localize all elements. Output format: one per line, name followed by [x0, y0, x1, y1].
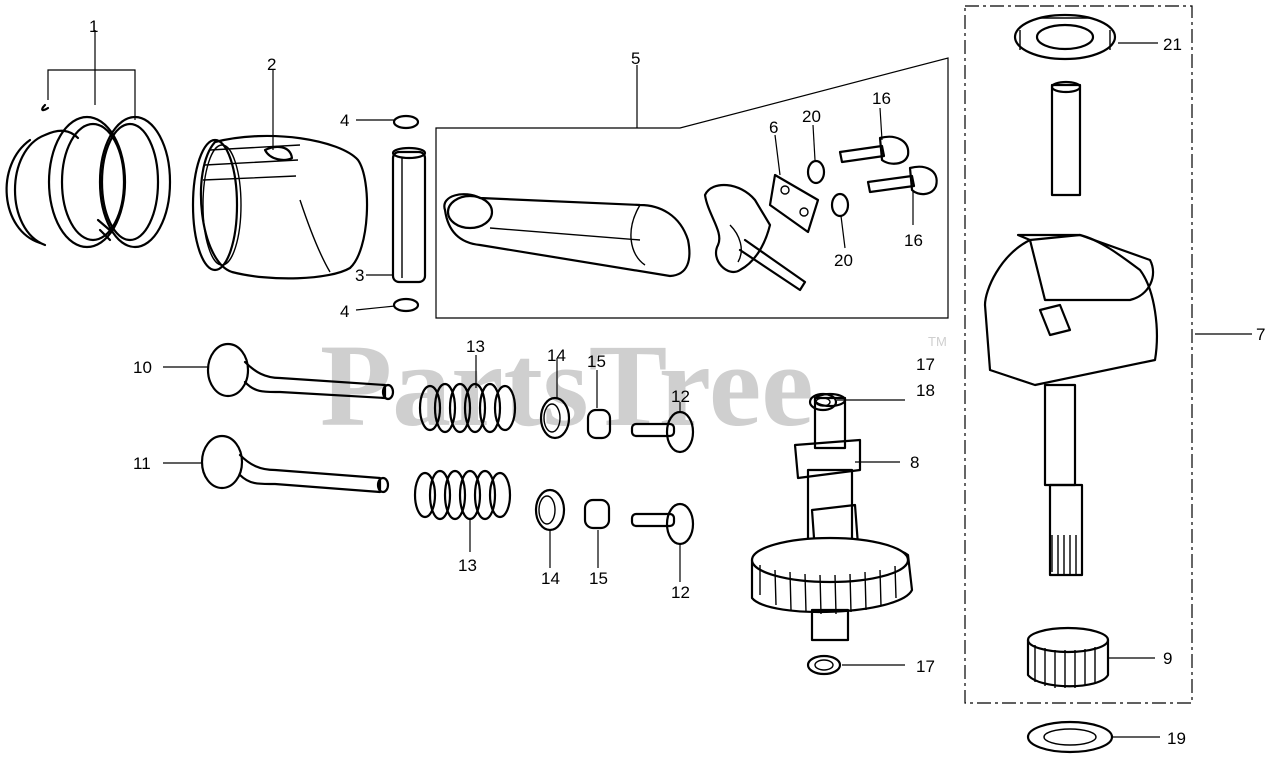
- callout-18: 18: [916, 381, 935, 400]
- callout-12-top: 12: [671, 387, 690, 406]
- callout-13-bottom: 13: [458, 556, 477, 575]
- valve-spring-lower[interactable]: [413, 469, 512, 521]
- callout-13-top: 13: [466, 337, 485, 356]
- callout-14-bottom: 14: [541, 569, 560, 588]
- intake-valve[interactable]: [206, 342, 395, 401]
- callout-labels: 1 2 3 4 4 5 6 7 8 9 10 11 12 12 13 13 14…: [89, 17, 1265, 748]
- spring-retainer-lower[interactable]: [534, 488, 566, 532]
- callout-9: 9: [1163, 649, 1172, 668]
- callout-4-bottom: 4: [340, 302, 349, 321]
- pin-clip-bottom[interactable]: [392, 297, 420, 313]
- callout-1: 1: [89, 17, 98, 36]
- camshaft-washer-lower[interactable]: [806, 654, 842, 676]
- main-bearing[interactable]: [1013, 13, 1117, 61]
- crankshaft-gear[interactable]: [1026, 626, 1110, 688]
- callout-5: 5: [631, 49, 640, 68]
- callout-3: 3: [355, 266, 364, 285]
- rod-bolt-lower[interactable]: [866, 165, 938, 196]
- leader-lines: [47, 30, 1252, 738]
- crankshaft[interactable]: [983, 80, 1158, 577]
- callout-17-bottom: 17: [916, 657, 935, 676]
- pin-clip-top[interactable]: [392, 114, 420, 130]
- exhaust-valve[interactable]: [200, 434, 390, 494]
- callout-16-top: 16: [872, 89, 891, 108]
- callout-20-top: 20: [802, 107, 821, 126]
- callout-4-top: 4: [340, 111, 349, 130]
- piston[interactable]: [191, 134, 369, 280]
- thrust-washer[interactable]: [1026, 720, 1114, 754]
- callout-10: 10: [133, 358, 152, 377]
- camshaft[interactable]: [750, 392, 914, 642]
- watermark-logo: PartsTree: [320, 320, 814, 451]
- lock-plate[interactable]: [768, 173, 820, 234]
- callout-19: 19: [1167, 729, 1186, 748]
- piston-pin[interactable]: [391, 146, 427, 284]
- callout-8: 8: [910, 453, 919, 472]
- rod-bolt-upper[interactable]: [838, 135, 910, 165]
- watermark-trademark: TM: [928, 334, 947, 349]
- connecting-rod[interactable]: [443, 193, 691, 278]
- callout-20-bottom: 20: [834, 251, 853, 270]
- callout-14-top: 14: [547, 346, 566, 365]
- valve-spring-upper[interactable]: [418, 382, 517, 434]
- callout-7: 7: [1256, 325, 1265, 344]
- spring-retainer-upper[interactable]: [539, 396, 571, 440]
- washer-lower[interactable]: [830, 192, 850, 218]
- connecting-rod-cap[interactable]: [703, 183, 807, 292]
- callout-16-bottom: 16: [904, 231, 923, 250]
- callout-6: 6: [769, 118, 778, 137]
- callout-17-top: 17: [916, 355, 935, 374]
- connecting-rod-group-box: [435, 57, 949, 319]
- callout-15-bottom: 15: [589, 569, 608, 588]
- valve-collar-lower[interactable]: [583, 498, 611, 530]
- piston-rings[interactable]: [5, 103, 172, 249]
- crankshaft-group-box: [964, 5, 1193, 704]
- callout-15-top: 15: [587, 352, 606, 371]
- tappet-lower[interactable]: [630, 502, 695, 546]
- callout-11: 11: [133, 454, 151, 473]
- callout-2: 2: [267, 55, 276, 74]
- washer-upper[interactable]: [806, 159, 826, 185]
- valve-collar-upper[interactable]: [586, 408, 612, 440]
- callout-12-bottom: 12: [671, 583, 690, 602]
- callout-21: 21: [1163, 35, 1182, 54]
